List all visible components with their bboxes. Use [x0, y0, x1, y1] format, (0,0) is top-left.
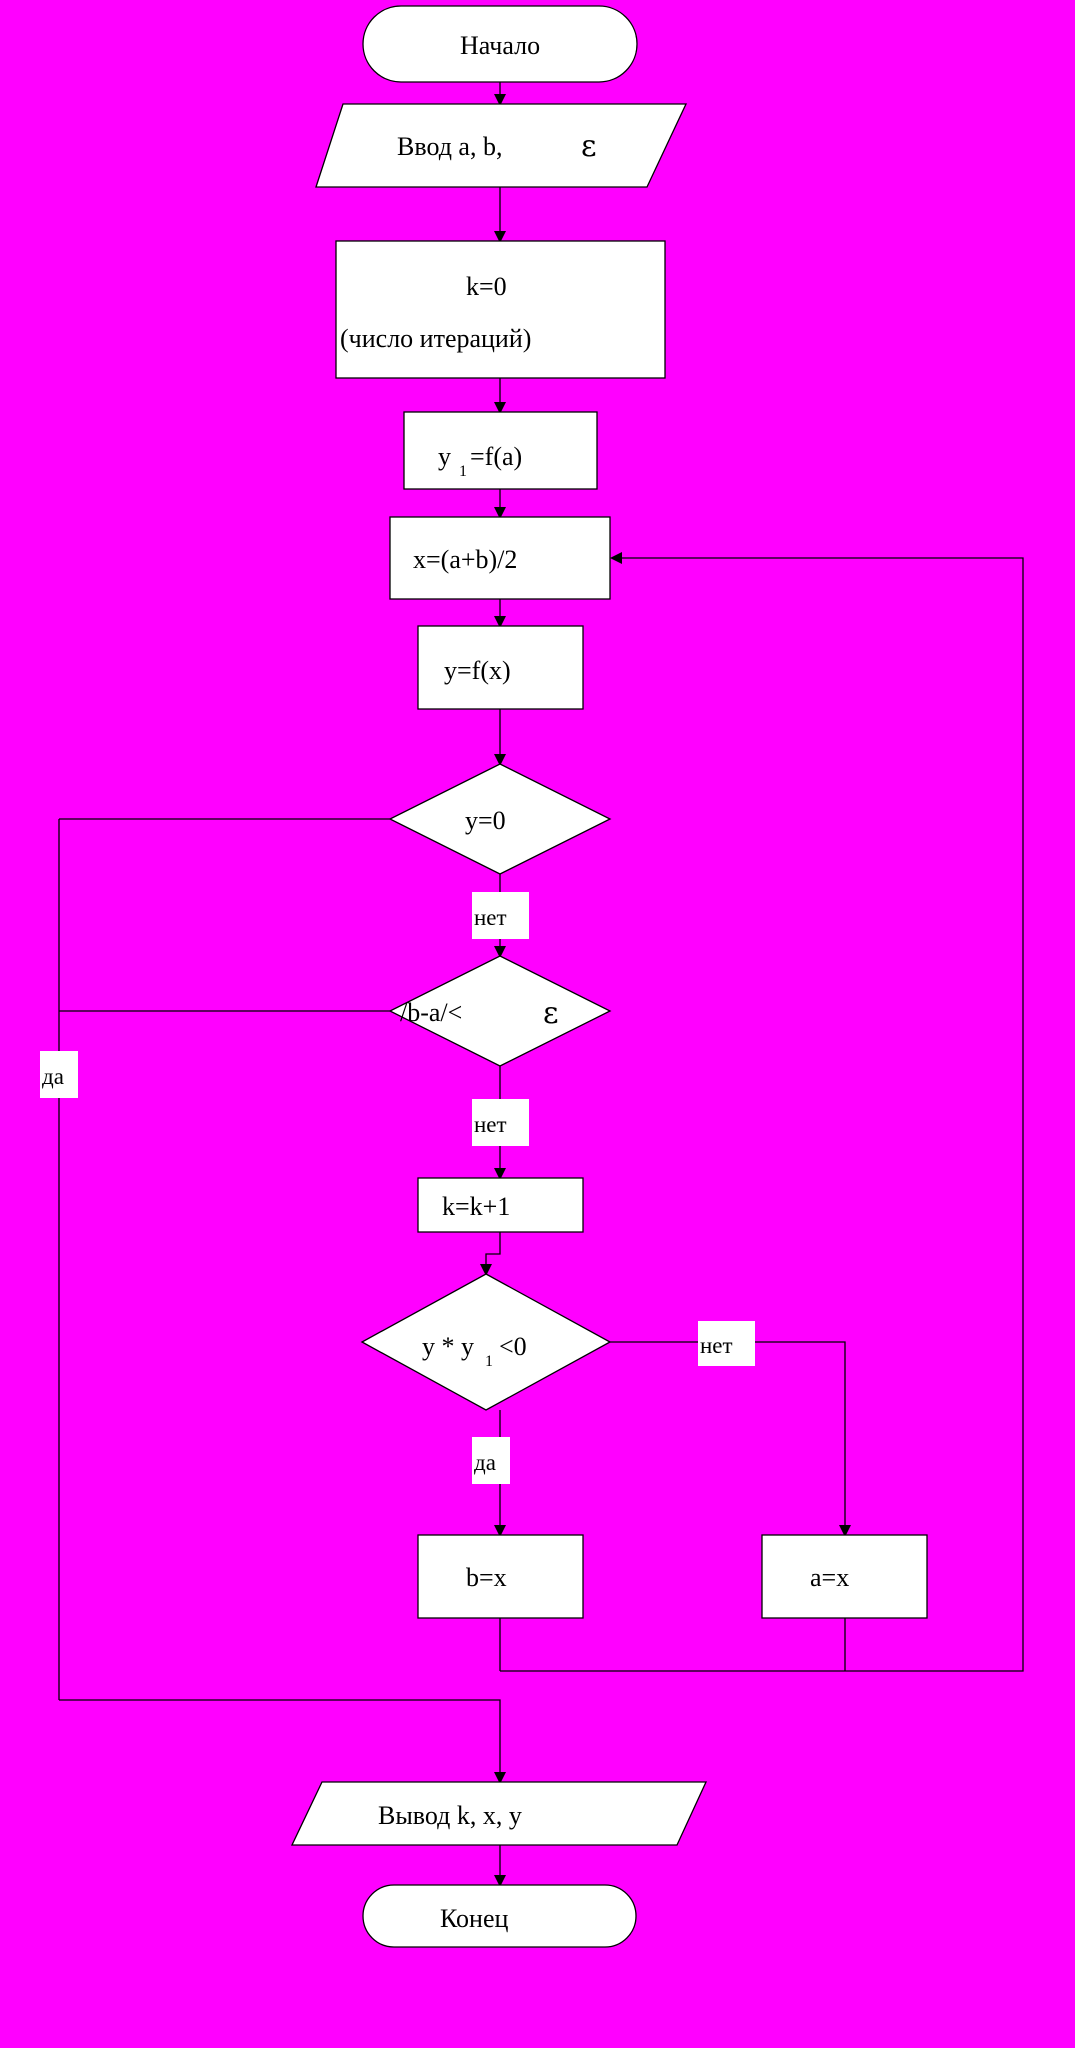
branch-label-no-1: нет: [472, 892, 529, 939]
arrow-yes-to-output: [59, 1699, 506, 1784]
branch-label-no-2: нет: [472, 1099, 529, 1146]
calc-x-label: x=(a+b)/2: [413, 545, 517, 574]
calc-x-block: x=(a+b)/2: [389, 516, 611, 600]
decision-sign-sub: 1: [485, 1353, 493, 1370]
decision-sign-right: <0: [499, 1332, 527, 1361]
init-y1-y: y: [438, 442, 451, 471]
end-label: Конец: [440, 1904, 509, 1933]
calc-y-label: y=f(x): [444, 656, 511, 685]
branch-label-yes-down-text: да: [474, 1450, 496, 1475]
decision-sign: y * y 1 <0: [360, 1273, 612, 1411]
arrow-loop-back-to-calc-x: [500, 552, 1024, 1672]
branch-label-yes-left: да: [40, 1051, 78, 1098]
calc-y-block: y=f(x): [417, 625, 584, 710]
branch-label-no-right: нет: [698, 1321, 755, 1366]
decision-interval: /b-a/< ε: [388, 955, 612, 1067]
decision-y-zero-label: y=0: [465, 806, 506, 835]
input-label: Ввод a, b,: [397, 132, 502, 161]
decision-interval-epsilon: ε: [543, 996, 559, 1031]
decision-sign-left: y * y: [422, 1332, 474, 1361]
end-terminator: Конец: [362, 1884, 637, 1948]
increment-k-label: k=k+1: [442, 1192, 510, 1221]
assign-b-label: b=x: [466, 1563, 507, 1592]
input-epsilon: ε: [581, 129, 597, 164]
branch-label-yes-left-text: да: [42, 1064, 64, 1089]
assign-b-block: b=x: [417, 1534, 584, 1619]
init-y1-block: y 1 =f(a): [403, 411, 598, 490]
init-y1-rest: =f(a): [470, 442, 522, 471]
init-k-note: (число итераций): [340, 324, 531, 353]
init-y1-sub: 1: [459, 463, 467, 480]
branch-label-no-right-text: нет: [700, 1333, 733, 1358]
input-block: Ввод a, b, ε: [315, 103, 688, 188]
start-terminator: Начало: [362, 5, 638, 83]
output-label: Вывод k, x, y: [378, 1801, 522, 1830]
arrow-cond-sign-to-a: [610, 1341, 851, 1537]
assign-a-label: a=x: [810, 1563, 849, 1592]
connectors: [58, 82, 1024, 1887]
output-block: Вывод k, x, y: [290, 1781, 708, 1846]
init-k-formula: k=0: [466, 272, 507, 301]
init-k-block: k=0 (число итераций): [335, 240, 666, 379]
arrow-increment-to-cond-sign: [480, 1232, 501, 1276]
assign-a-block: a=x: [761, 1534, 928, 1619]
branch-label-yes-down: да: [472, 1437, 510, 1484]
branch-label-no-1-text: нет: [474, 905, 507, 930]
decision-y-zero: y=0: [388, 763, 612, 875]
branch-label-no-2-text: нет: [474, 1112, 507, 1137]
decision-interval-label: /b-a/<: [400, 998, 462, 1027]
start-label: Начало: [460, 31, 540, 60]
increment-k-block: k=k+1: [417, 1177, 584, 1233]
